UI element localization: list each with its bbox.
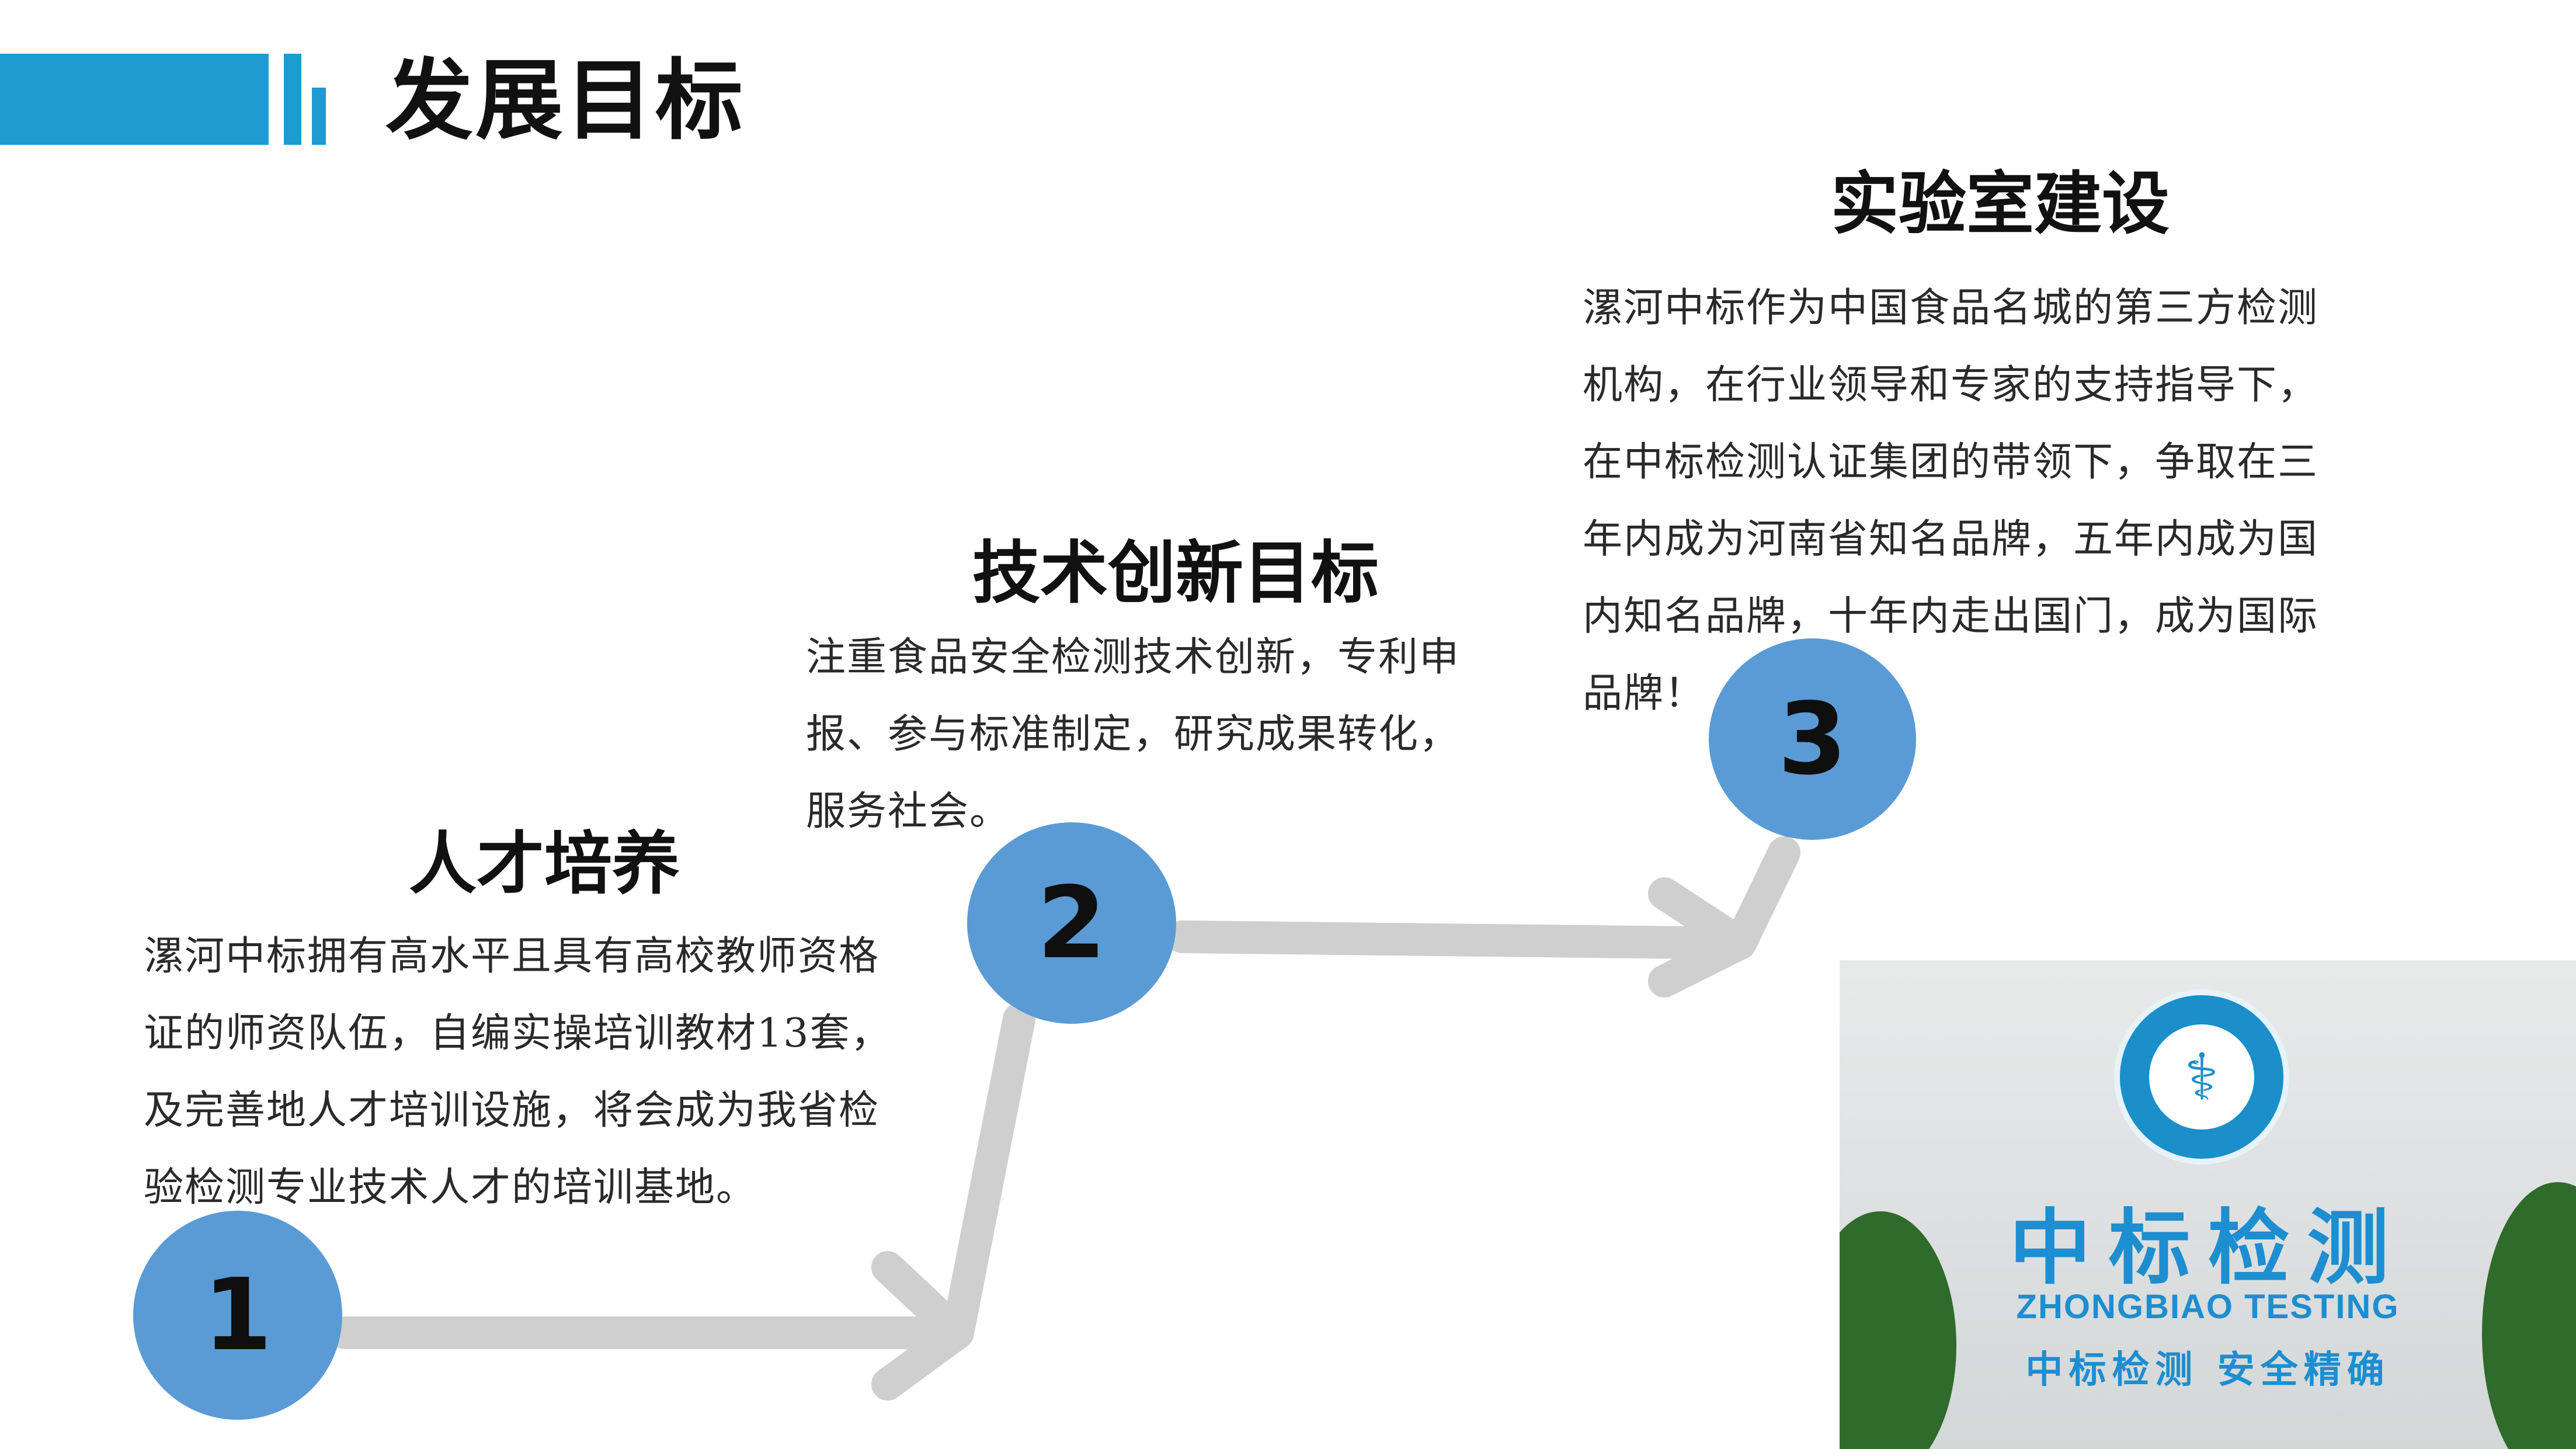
title-accent-stripe bbox=[284, 54, 301, 145]
title-accent-stripe-short bbox=[312, 88, 326, 145]
company-logo-seal: ⚕ bbox=[2114, 989, 2289, 1165]
step-1-heading: 人才培养 bbox=[409, 825, 680, 904]
step-1-line: 验检测专业技术人才的培训基地。 bbox=[144, 1165, 757, 1211]
sign-english-name: ZHONGBIAO TESTING bbox=[2016, 1288, 2400, 1326]
title-accent-bar bbox=[0, 54, 269, 145]
step-1-circle: 1 bbox=[133, 1211, 342, 1420]
step-3-description: 漯河中标作为中国食品名城的第三方检测 机构，在行业领导和专家的支持指导下， 在中… bbox=[1583, 270, 2400, 732]
page-title: 发展目标 bbox=[385, 50, 746, 152]
step-3-line: 漯河中标作为中国食品名城的第三方检测 bbox=[1583, 285, 2319, 331]
connector-2-horizontal bbox=[1166, 836, 1800, 960]
step-3-line: 年内成为河南省知名品牌，五年内成为国 bbox=[1583, 516, 2319, 562]
step-3-heading: 实验室建设 bbox=[1831, 165, 2170, 244]
sign-chinese-name: 中标检测 bbox=[2009, 1201, 2407, 1296]
step-1-line: 漯河中标拥有高水平且具有高校教师资格 bbox=[144, 933, 880, 979]
step-2-circle: 2 bbox=[967, 822, 1176, 1024]
step-3-line: 品牌！ bbox=[1583, 670, 1706, 717]
step-3-circle: 3 bbox=[1709, 638, 1916, 840]
step-2-description: 注重食品安全检测技术创新，专利申 报、参与标准制定，研究成果转化， 服务社会。 bbox=[806, 619, 1565, 850]
step-1-description: 漯河中标拥有高水平且具有高校教师资格 证的师资队伍，自编实操培训教材13套， 及… bbox=[144, 918, 961, 1226]
sign-slogan: 中标检测 安全精确 bbox=[2025, 1349, 2390, 1392]
step-3-line: 机构，在行业领导和专家的支持指导下， bbox=[1583, 362, 2319, 408]
step-1-line: 证的师资队伍，自编实操培训教材13套， bbox=[144, 1010, 892, 1057]
connector-1-arrowhead bbox=[871, 1251, 974, 1401]
office-sign-photo: ⚕ 中标检测 ZHONGBIAO TESTING 中标检测 安全精确 bbox=[1840, 960, 2576, 1449]
step-3-line: 在中标检测认证集团的带领下，争取在三 bbox=[1583, 439, 2319, 485]
step-2-line: 服务社会。 bbox=[806, 788, 1011, 835]
step-1-line: 及完善地人才培训设施，将会成为我省检 bbox=[144, 1087, 880, 1134]
step-2-heading: 技术创新目标 bbox=[972, 534, 1379, 613]
step-2-line: 报、参与标准制定，研究成果转化， bbox=[806, 711, 1461, 757]
connector-2-arrowhead bbox=[1648, 877, 1757, 998]
step-3-line: 内知名品牌，十年内走出国门，成为国际 bbox=[1583, 593, 2319, 640]
step-2-line: 注重食品安全检测技术创新，专利申 bbox=[806, 634, 1461, 680]
caduceus-icon: ⚕ bbox=[2149, 1024, 2254, 1130]
